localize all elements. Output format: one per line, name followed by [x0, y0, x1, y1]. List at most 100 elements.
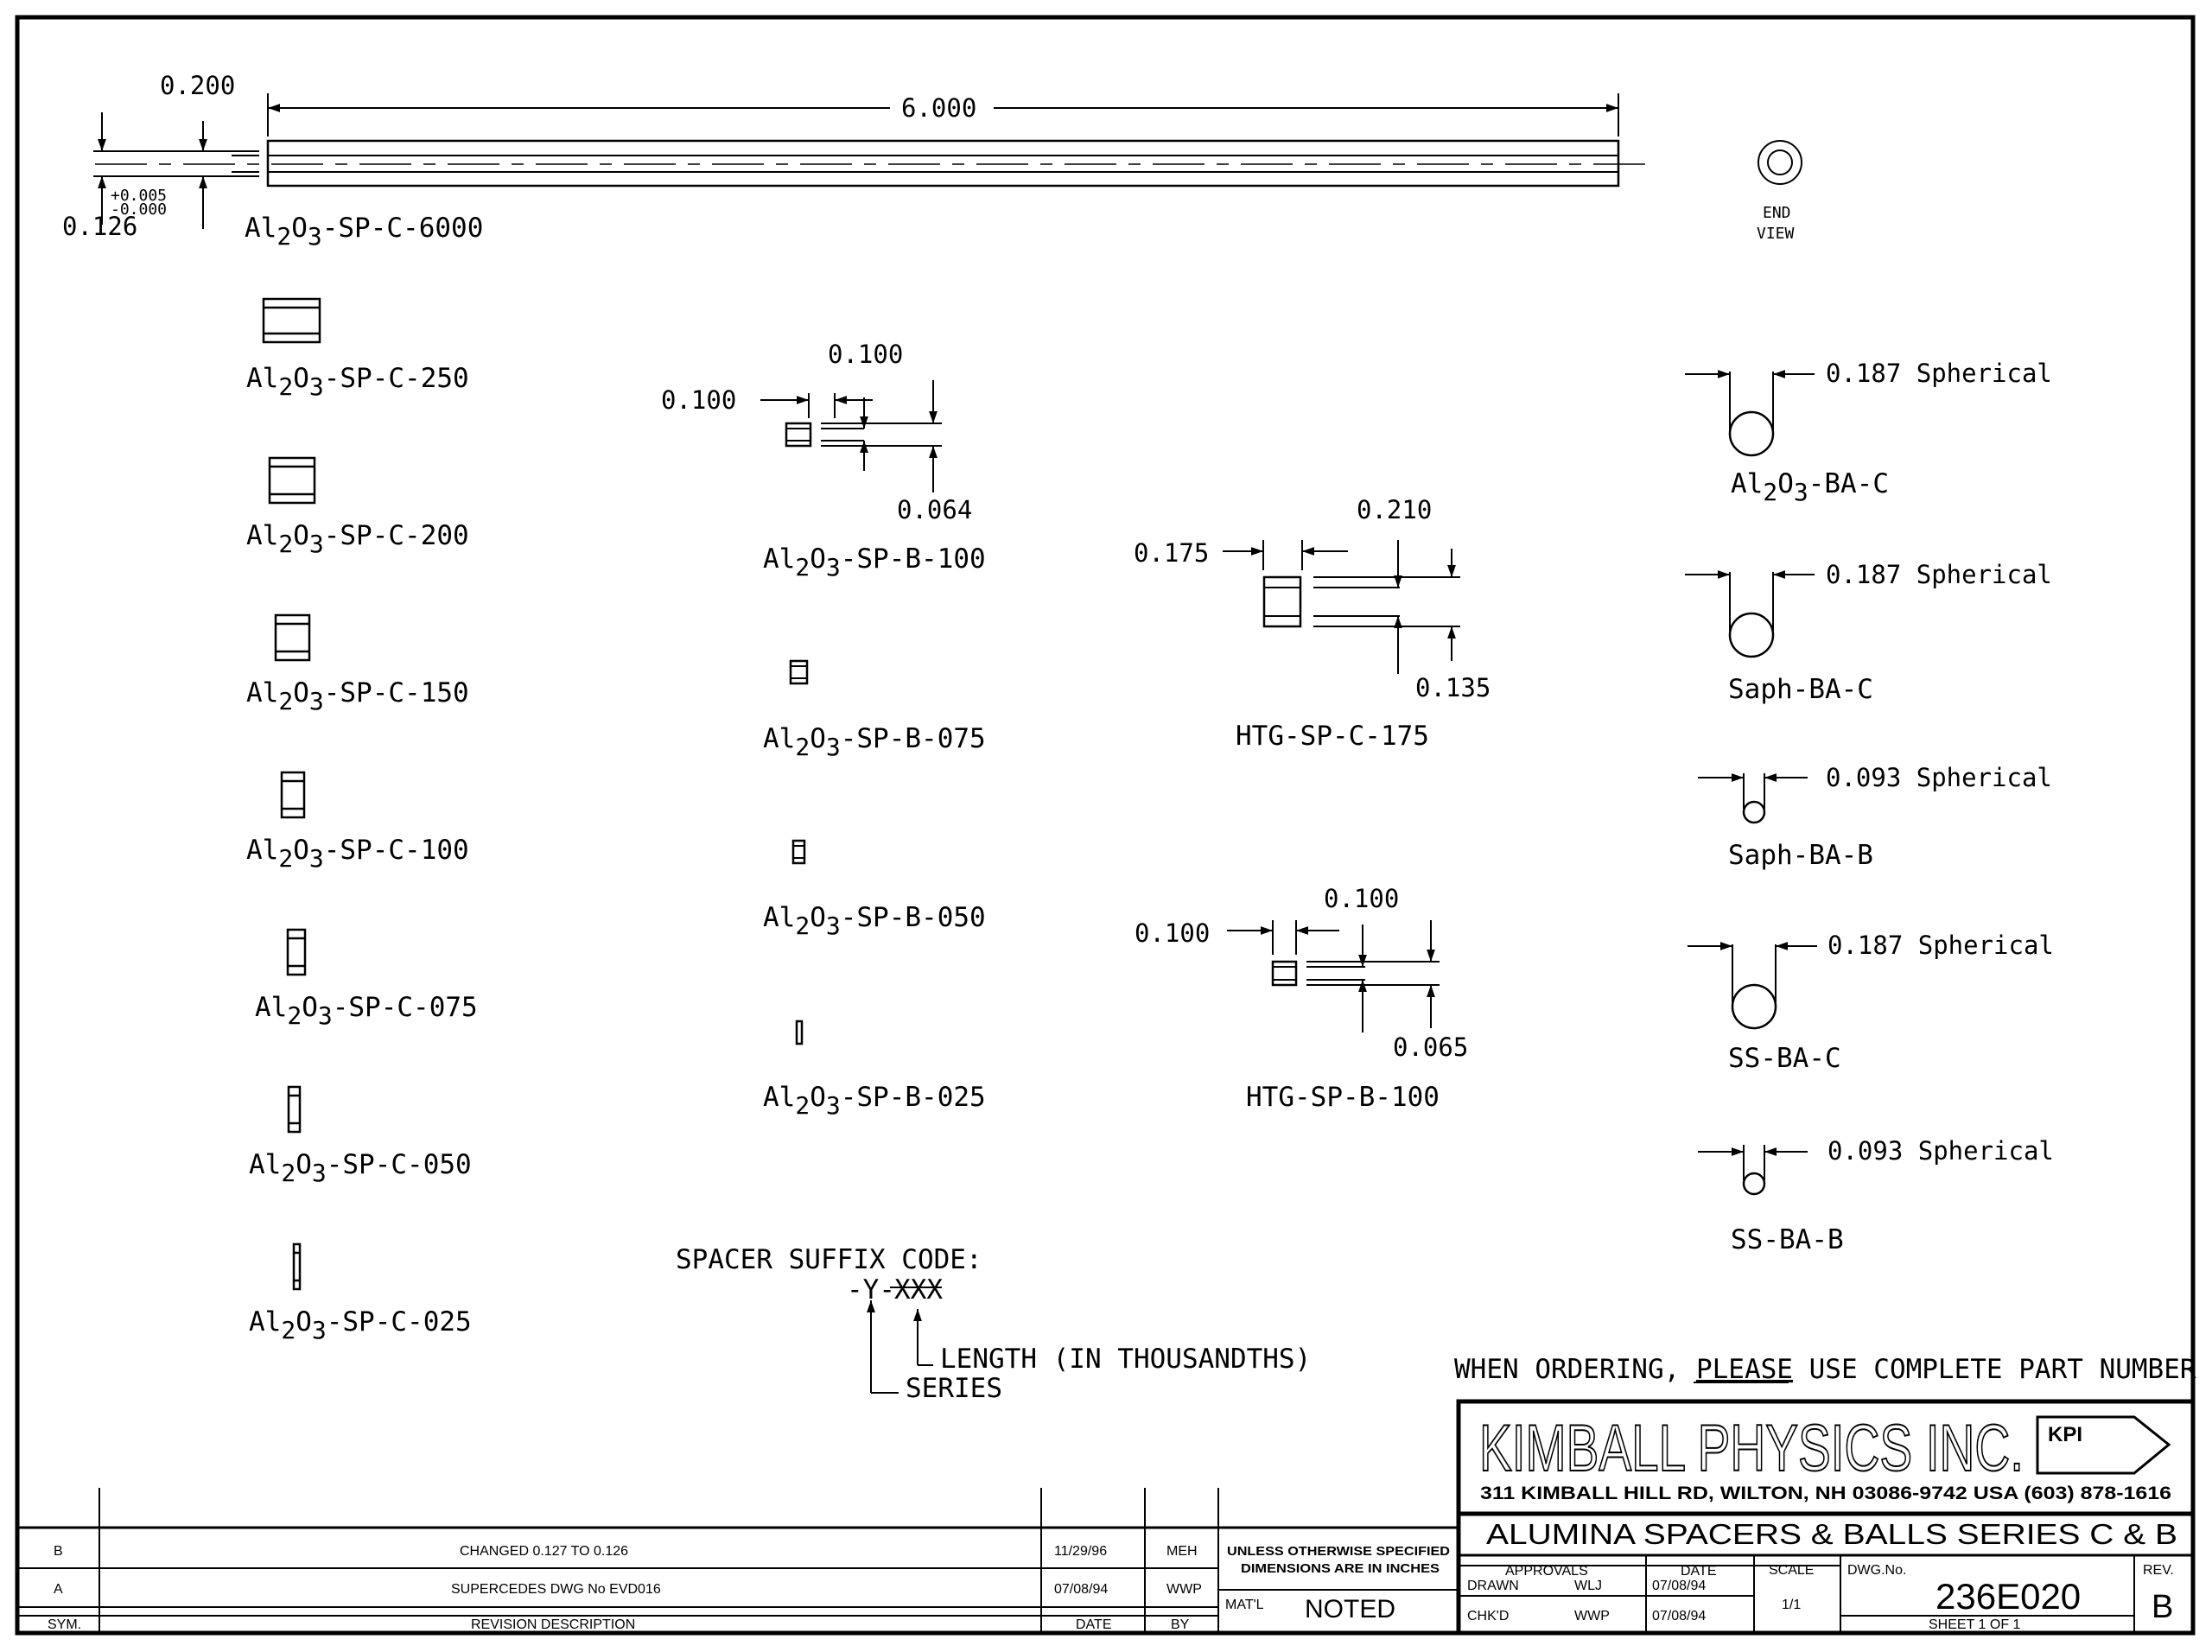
- suffix-code-length: XXX: [894, 1274, 943, 1306]
- c-spacer-label: Al2O3-SP-C-100: [246, 835, 469, 873]
- drawn-by: WLJ: [1574, 1579, 1602, 1593]
- htg-c-dim-od: 0.210: [1357, 495, 1432, 524]
- scale-header: SCALE: [1769, 1563, 1814, 1578]
- ball-dim: 0.093 Spherical: [1826, 763, 2052, 792]
- ball-label: Saph-BA-B: [1728, 840, 1873, 871]
- suffix-title: SPACER SUFFIX CODE:: [676, 1244, 982, 1275]
- sheet-label: SHEET 1 OF 1: [1929, 1617, 2021, 1632]
- chkd-date: 07/08/94: [1652, 1609, 1706, 1623]
- ball-label: Al2O3-BA-C: [1731, 468, 1889, 506]
- htg-c-dim-id: 0.135: [1415, 673, 1491, 702]
- c-spacer-100: [280, 771, 306, 819]
- c-spacer-250: [262, 297, 321, 344]
- ball-label: SS-BA-B: [1731, 1224, 1844, 1255]
- ball-label: Saph-BA-C: [1728, 674, 1873, 705]
- htg-b-dim-id: 0.065: [1393, 1032, 1468, 1062]
- c-spacer-label: Al2O3-SP-C-250: [246, 363, 469, 401]
- title-block-lines: [1456, 1399, 2196, 1636]
- b-dim-length: 0.100: [661, 385, 736, 415]
- rev-by: WWP: [1166, 1582, 1202, 1597]
- dwg-number: 236E020: [1936, 1576, 2081, 1617]
- rod-dim-diameter: 0.200: [160, 71, 235, 100]
- htg-b-label: HTG-SP-B-100: [1246, 1082, 1440, 1113]
- rev-sym: B: [54, 1544, 63, 1559]
- drawn-date: 07/08/94: [1652, 1579, 1706, 1593]
- approvals-header: APPROVALS: [1505, 1564, 1588, 1579]
- rev-value: B: [2152, 1589, 2173, 1625]
- sheet-border: [15, 15, 2196, 1636]
- b-spacer-label: Al2O3-SP-B-075: [763, 723, 986, 761]
- c-spacer-025: [292, 1242, 302, 1291]
- company-address: 311 KIMBALL HILL RD, WILTON, NH 03086-97…: [1480, 1484, 2171, 1503]
- ball-dim: 0.187 Spherical: [1827, 931, 2054, 960]
- b-dim-od: 0.100: [828, 340, 903, 369]
- company-name: KIMBALL PHYSICS INC.: [1479, 1412, 2024, 1485]
- rev-by: MEH: [1166, 1544, 1198, 1559]
- ball-dim: 0.093 Spherical: [1827, 1136, 2054, 1166]
- c-spacer-200: [268, 456, 316, 505]
- rev-description: SUPERCEDES DWG No EVD016: [451, 1582, 661, 1597]
- chkd-label: CHK'D: [1467, 1609, 1509, 1623]
- ordering-note: WHEN ORDERING, PLEASE USE COMPLETE PART …: [1454, 1354, 2196, 1385]
- htg-c-label: HTG-SP-C-175: [1236, 721, 1429, 752]
- c-spacer-label: Al2O3-SP-C-025: [249, 1306, 472, 1344]
- rev-sym: A: [54, 1582, 63, 1597]
- chkd-by: WWP: [1574, 1609, 1610, 1623]
- end-view-label: END: [1763, 204, 1791, 222]
- rev-header-sym: SYM.: [48, 1617, 81, 1632]
- suffix-leaders: [867, 1287, 942, 1394]
- end-view-inner: [1767, 149, 1793, 175]
- b-spacer-label: Al2O3-SP-B-025: [763, 1082, 986, 1120]
- end-view-outer: [1758, 140, 1802, 185]
- rod-dim-length: 6.000: [901, 93, 976, 123]
- matl-label: MAT'L: [1225, 1598, 1264, 1612]
- rev-header-by: BY: [1171, 1617, 1190, 1632]
- rod-dim-bore: 0.126: [62, 212, 137, 241]
- c-spacer-050: [287, 1085, 302, 1134]
- b-spacer-label: Al2O3-SP-B-050: [763, 902, 986, 940]
- ordering-please: PLEASE: [1696, 1354, 1793, 1385]
- b-dim-id: 0.064: [897, 495, 972, 524]
- drawn-label: DRAWN: [1467, 1579, 1519, 1593]
- htg-b-drawing: [1227, 920, 1440, 1032]
- htg-b-dim-length: 0.100: [1135, 918, 1210, 948]
- c-spacer-label: Al2O3-SP-C-150: [246, 677, 469, 715]
- unless-note: DIMENSIONS ARE IN INCHES: [1241, 1561, 1440, 1576]
- unless-note: UNLESS OTHERWISE SPECIFIED: [1227, 1544, 1450, 1559]
- dwg-no-header: DWG.No.: [1847, 1563, 1906, 1578]
- c-spacer-label: Al2O3-SP-C-075: [255, 992, 478, 1030]
- c-spacer-label: Al2O3-SP-C-050: [249, 1149, 472, 1187]
- ball-dim: 0.187 Spherical: [1826, 560, 2052, 589]
- c-spacer-075: [286, 928, 307, 976]
- balls-column: [1685, 370, 1817, 1196]
- htg-c-dim-length: 0.175: [1134, 538, 1209, 568]
- suffix-series-note: SERIES: [906, 1373, 1002, 1404]
- rev-header-desc: REVISION DESCRIPTION: [471, 1617, 635, 1632]
- b-spacer-label: Al2O3-SP-B-100: [763, 543, 986, 581]
- suffix-length-note: LENGTH (IN THOUSANDTHS): [940, 1344, 1311, 1375]
- kpi-logo-text: KPI: [2048, 1423, 2082, 1446]
- rev-description: CHANGED 0.127 TO 0.126: [460, 1544, 628, 1559]
- c-spacer-150: [274, 613, 311, 662]
- c-spacer-label: Al2O3-SP-C-200: [246, 520, 469, 558]
- b-spacer-column: [760, 380, 942, 1045]
- suffix-code-prefix: -Y-: [847, 1274, 895, 1306]
- rev-date: 07/08/94: [1054, 1582, 1108, 1597]
- rev-header-date: DATE: [1076, 1617, 1111, 1632]
- end-view-label: VIEW: [1757, 225, 1795, 243]
- ball-label: SS-BA-C: [1728, 1043, 1841, 1074]
- scale-value: 1/1: [1782, 1598, 1801, 1612]
- matl-value: NOTED: [1305, 1595, 1395, 1623]
- rod-tol-plus: +0.005: [111, 187, 167, 205]
- htg-b-dim-od: 0.100: [1324, 884, 1399, 913]
- date-header: DATE: [1681, 1564, 1716, 1579]
- rod-tol-minus: -0.000: [111, 200, 167, 219]
- kpi-logo-shape: [2036, 1415, 2171, 1475]
- rod-body: [266, 139, 1620, 187]
- revision-block-lines: [17, 1488, 1459, 1633]
- rev-date: 11/29/96: [1054, 1544, 1107, 1559]
- drawing-title: ALUMINA SPACERS & BALLS SERIES C & B: [1486, 1518, 2177, 1550]
- ball-dim: 0.187 Spherical: [1826, 359, 2052, 388]
- rod-drawing: [93, 93, 1802, 229]
